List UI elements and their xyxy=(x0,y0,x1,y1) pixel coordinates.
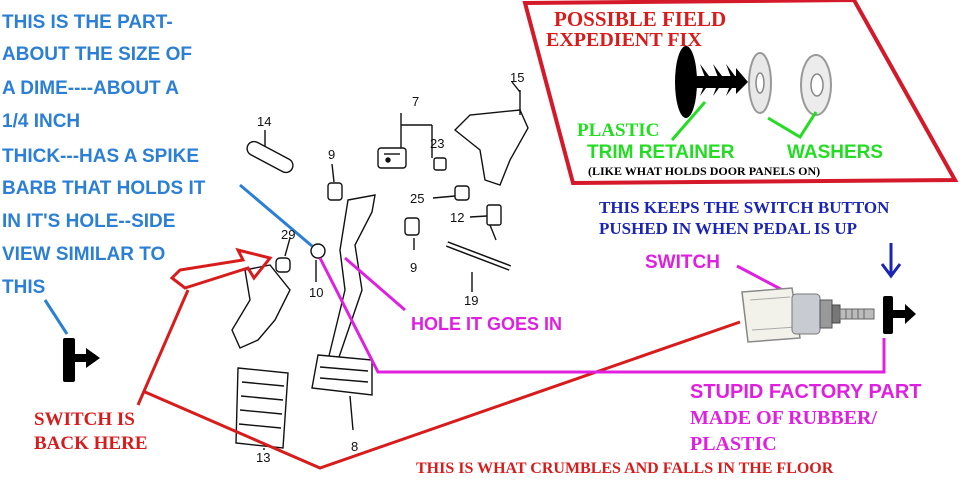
brake-switch-drawing xyxy=(741,287,875,343)
pedal-assembly xyxy=(231,81,529,450)
part-number-13: 14 xyxy=(257,114,271,129)
part-number-19: 19 xyxy=(464,293,478,308)
switch-note-line-1: THIS KEEPS THE SWITCH BUTTON xyxy=(599,198,890,217)
rubber-bumper xyxy=(883,296,916,334)
label-washers: WASHERS xyxy=(787,142,883,163)
part-desc-line: BARB THAT HOLDS IT xyxy=(2,178,206,199)
label-plastic: PLASTIC xyxy=(577,120,659,141)
factory-part-line-1: STUPID FACTORY PART xyxy=(690,381,922,403)
part-number-29: 29 xyxy=(281,227,295,242)
part-description: THIS IS THE PART- ABOUT THE SIZE OF A DI… xyxy=(2,12,206,298)
hole-label: HOLE IT GOES IN xyxy=(411,314,562,334)
down-arrow-icon xyxy=(880,243,902,279)
washer-1 xyxy=(748,52,772,114)
hole-pointer-line xyxy=(344,256,406,312)
part-desc-line: THIS IS THE PART- xyxy=(2,12,173,33)
side-view-pointer-line xyxy=(43,299,69,335)
part-desc-line: A DIME----ABOUT A xyxy=(2,78,179,99)
part-desc-line: ABOUT THE SIZE OF xyxy=(2,44,192,65)
part-number-9b: 9 xyxy=(410,260,417,275)
part-number-7: 7 xyxy=(412,94,419,109)
part-desc-line: VIEW SIMILAR TO xyxy=(2,244,165,265)
factory-part-line xyxy=(318,257,886,374)
field-fix-title-1: POSSIBLE FIELD xyxy=(554,7,726,31)
label-trim-retainer: TRIM RETAINER xyxy=(587,142,735,163)
crumbles-line xyxy=(144,320,741,470)
part-desc-line: IN IT'S HOLE--SIDE xyxy=(2,211,175,232)
part-number-23: 23 xyxy=(430,136,444,151)
switch-label: SWITCH xyxy=(645,252,720,273)
switch-note-line-2: PUSHED IN WHEN PEDAL IS UP xyxy=(599,219,857,238)
switch-location-line-2: BACK HERE xyxy=(34,433,148,454)
part-number-10: 10 xyxy=(309,285,323,300)
washers-pointer xyxy=(767,111,818,140)
trim-retainer-drawing xyxy=(675,46,748,118)
part-number-8: 8 xyxy=(351,439,358,454)
part-pointer-line xyxy=(239,183,313,248)
part-desc-line: THICK---HAS A SPIKE xyxy=(2,146,199,167)
field-fix-title-2: EXPEDIENT FIX xyxy=(546,29,702,51)
switch-location-arrow xyxy=(169,247,273,290)
field-fix-box xyxy=(522,0,959,186)
crumbles-note: THIS IS WHAT CRUMBLES AND FALLS IN THE F… xyxy=(416,460,834,477)
factory-part-line-3: PLASTIC xyxy=(690,433,777,455)
switch-location-line xyxy=(136,289,190,406)
switch-location-line-1: SWITCH IS xyxy=(34,409,135,430)
bumper-side-view xyxy=(63,338,100,382)
part-number-14: 13 xyxy=(256,450,270,465)
part-number-9a: 9 xyxy=(328,147,335,162)
part-numbers: 14 9 7 23 25 12 9 19 15 29 10 8 13 xyxy=(256,70,524,465)
washer-2 xyxy=(800,54,832,116)
part-number-15: 15 xyxy=(510,70,524,85)
factory-part-line-2: MADE OF RUBBER/ xyxy=(690,407,877,429)
part-desc-line: THIS xyxy=(2,277,45,298)
part-desc-line: 1/4 INCH xyxy=(2,111,80,132)
trim-retainer-pointer xyxy=(670,101,707,141)
part-number-12: 12 xyxy=(450,210,464,225)
field-fix-note: (LIKE WHAT HOLDS DOOR PANELS ON) xyxy=(588,164,820,178)
part-number-25: 25 xyxy=(410,191,424,206)
